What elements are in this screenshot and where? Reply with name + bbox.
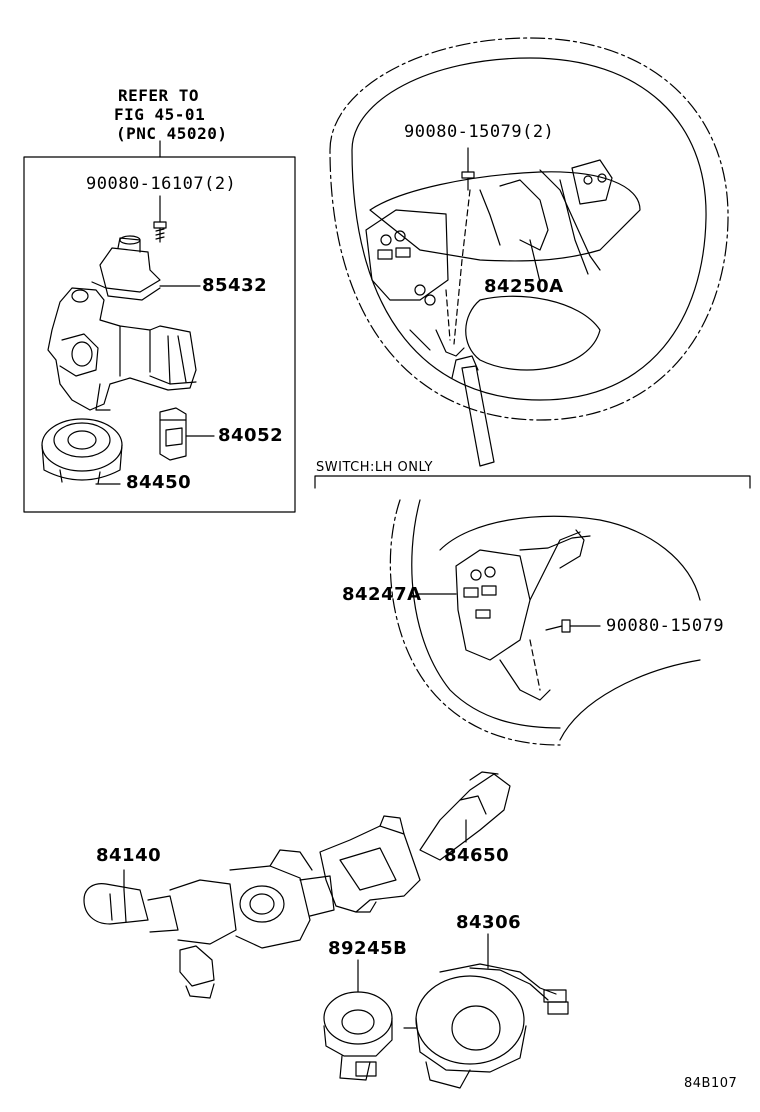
part-84306-drawing [403,933,569,1089]
refer-line-3: (PNC 45020) [116,124,228,143]
label-84052: 84052 [218,425,284,446]
view-arrow-head [451,355,479,379]
label-90080-16107: 90080-16107(2) [86,174,237,194]
screw-15079-top [461,147,475,191]
label-89245B: 89245B [328,938,408,959]
part-84052-drawing [159,407,215,461]
label-84250A: 84250A [484,276,564,297]
label-90080-15079: 90080-15079 [606,616,725,636]
part-89245B-drawing [323,959,393,1081]
steering-lock-body [47,287,197,411]
part-84140-drawing [83,849,335,999]
label-84306: 84306 [456,912,522,933]
switch-note-bracket [314,475,751,489]
label-84650: 84650 [444,845,510,866]
switch-lh-only-note: SWITCH:LH ONLY [316,460,433,475]
label-84247A: 84247A [342,584,422,605]
bolt-16107 [153,195,167,243]
screw-15079-inset [545,619,601,633]
part-84450-drawing [41,418,123,485]
label-90080-15079-2: 90080-15079(2) [404,122,555,142]
label-84450: 84450 [126,472,192,493]
label-84140: 84140 [96,845,162,866]
figure-code: 84B107 [684,1076,738,1091]
part-85432-drawing [91,235,201,301]
leader-84250A [529,239,541,283]
steering-wheel-main [329,37,729,421]
part-84650-drawing [319,771,511,913]
steering-wheel-inset [389,499,701,746]
refer-line-1: REFER TO [118,86,200,105]
label-85432: 85432 [202,275,268,296]
refer-line-2: FIG 45-01 [114,105,206,124]
view-arrow-shaft [461,365,495,467]
